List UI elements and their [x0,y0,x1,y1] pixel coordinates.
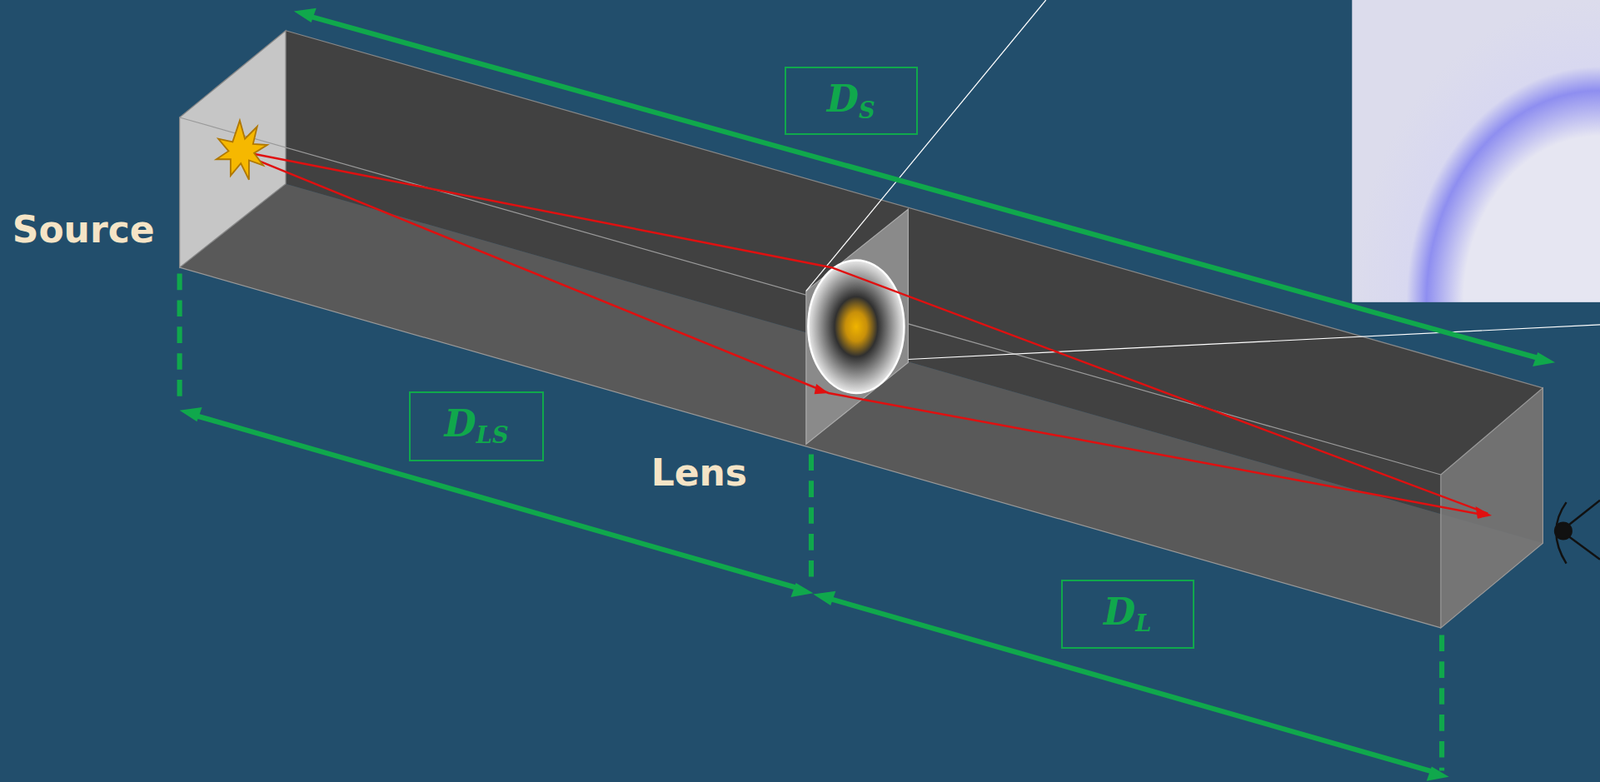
observer-eye [1555,500,1600,564]
dimension-box: DLS [408,391,544,461]
distance-symbol: DL [1103,593,1152,635]
floor [179,184,1544,629]
source-plane [179,30,286,268]
part-label: Lens [651,454,748,492]
dimension-box: DL [1061,579,1195,649]
observer-plane [1440,388,1544,629]
distance-symbol: DLS [444,405,509,447]
lens [807,260,904,394]
distance-symbol: DS [827,80,876,122]
light-ray [239,153,1488,516]
lens-plane [806,209,909,444]
dimension-box: DS [784,66,918,135]
source-star [216,120,268,180]
light-ray [239,150,1488,514]
einstein-ring-inset [1351,0,1600,303]
part-label: Source [12,211,155,249]
